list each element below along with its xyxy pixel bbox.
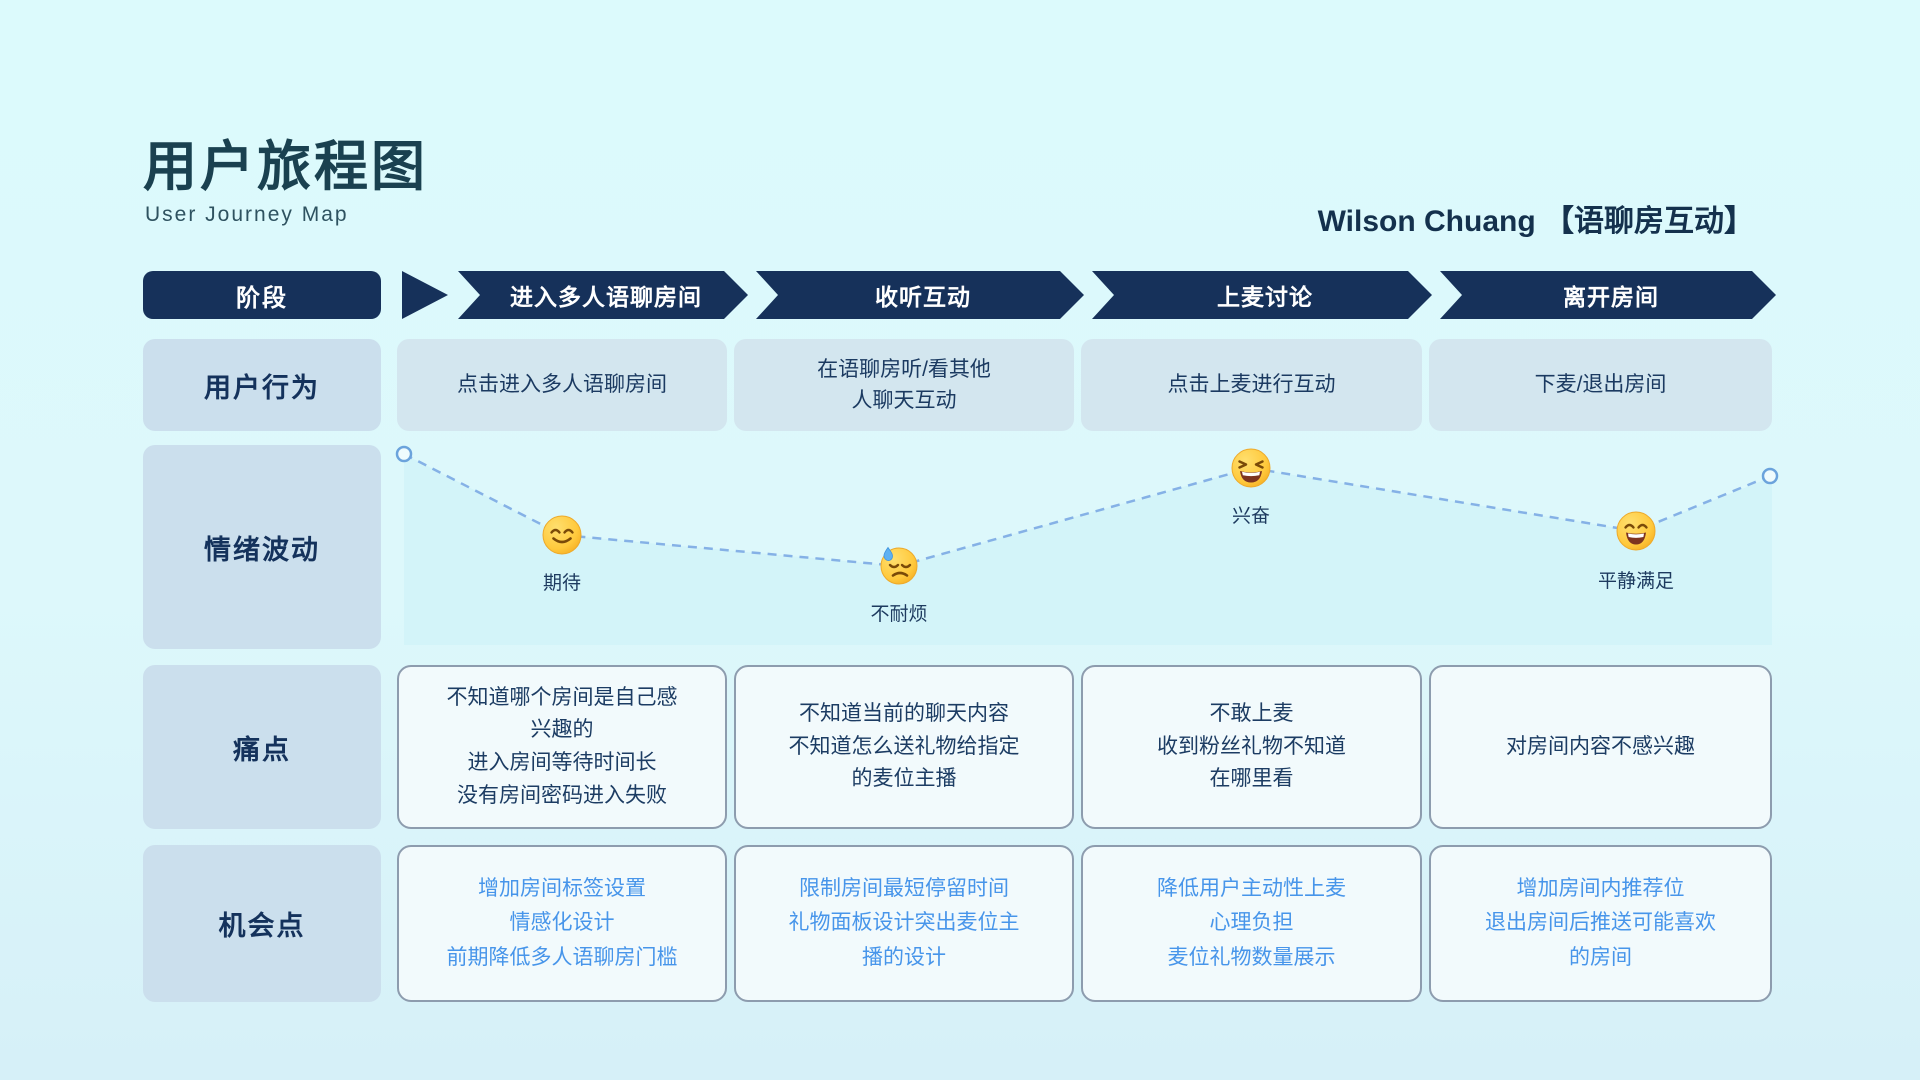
curve-start-point <box>395 445 413 463</box>
behavior-row-label: 用户行为 <box>143 339 381 431</box>
emoji-impatient-icon <box>879 546 919 586</box>
opportunity-row: 机会点 增加房间标签设置 情感化设计 前期降低多人语聊房门槛 限制房间最短停留时… <box>143 845 1772 1002</box>
stage-arrow-listen-interact: 收听互动 <box>756 271 1084 319</box>
behavior-row: 用户行为 点击进入多人语聊房间 在语聊房听/看其他 人聊天互动 点击上麦进行互动… <box>143 339 1772 431</box>
pain-card: 不知道哪个房间是自己感 兴趣的 进入房间等待时间长 没有房间密码进入失败 <box>397 665 727 829</box>
author-credit: Wilson Chuang 【语聊房互动】 <box>1317 205 1754 238</box>
stage-header-label: 阶段 <box>143 271 381 319</box>
emotion-label-excited: 兴奋 <box>1231 506 1271 527</box>
emotion-curve-svg <box>395 445 1779 645</box>
stage-arrow-enter-room: 进入多人语聊房间 <box>458 271 748 319</box>
emotion-label-expectation: 期待 <box>542 573 582 594</box>
opportunity-card: 限制房间最短停留时间 礼物面板设计突出麦位主 播的设计 <box>734 845 1074 1002</box>
pain-card: 对房间内容不感兴趣 <box>1429 665 1772 829</box>
behavior-cell: 在语聊房听/看其他 人聊天互动 <box>734 339 1074 431</box>
emotion-label-impatient: 不耐烦 <box>870 604 928 625</box>
behavior-cell: 点击上麦进行互动 <box>1081 339 1422 431</box>
pain-row: 痛点 不知道哪个房间是自己感 兴趣的 进入房间等待时间长 没有房间密码进入失败 … <box>143 665 1772 829</box>
stage-arrow-leave-room: 离开房间 <box>1440 271 1776 319</box>
pain-card: 不知道当前的聊天内容 不知道怎么送礼物给指定 的麦位主播 <box>734 665 1074 829</box>
emotion-row: 情绪波动 <box>143 445 1779 649</box>
opportunity-card: 增加房间标签设置 情感化设计 前期降低多人语聊房门槛 <box>397 845 727 1002</box>
pain-card: 不敢上麦 收到粉丝礼物不知道 在哪里看 <box>1081 665 1422 829</box>
opportunity-card: 降低用户主动性上麦 心理负担 麦位礼物数量展示 <box>1081 845 1422 1002</box>
behavior-cell: 点击进入多人语聊房间 <box>397 339 727 431</box>
emoji-excited-icon <box>1231 448 1271 488</box>
emoji-expectation-icon <box>542 515 582 555</box>
stage-arrow-mic-discussion: 上麦讨论 <box>1092 271 1432 319</box>
page-title: 用户旅程图 <box>143 137 428 197</box>
opportunity-card: 增加房间内推荐位 退出房间后推送可能喜欢 的房间 <box>1429 845 1772 1002</box>
stage-chevron-icon <box>402 271 448 319</box>
emotion-label-calm-satisfied: 平静满足 <box>1597 571 1675 592</box>
curve-end-point <box>1761 467 1779 485</box>
emoji-calm-satisfied-icon <box>1616 511 1656 551</box>
emotion-curve-chart: 期待 不耐烦 兴奋 平静满足 <box>395 445 1779 649</box>
behavior-cell: 下麦/退出房间 <box>1429 339 1772 431</box>
pain-row-label: 痛点 <box>143 665 381 829</box>
opportunity-row-label: 机会点 <box>143 845 381 1002</box>
emotion-row-label: 情绪波动 <box>143 445 381 649</box>
page-subtitle: User Journey Map <box>145 203 349 226</box>
